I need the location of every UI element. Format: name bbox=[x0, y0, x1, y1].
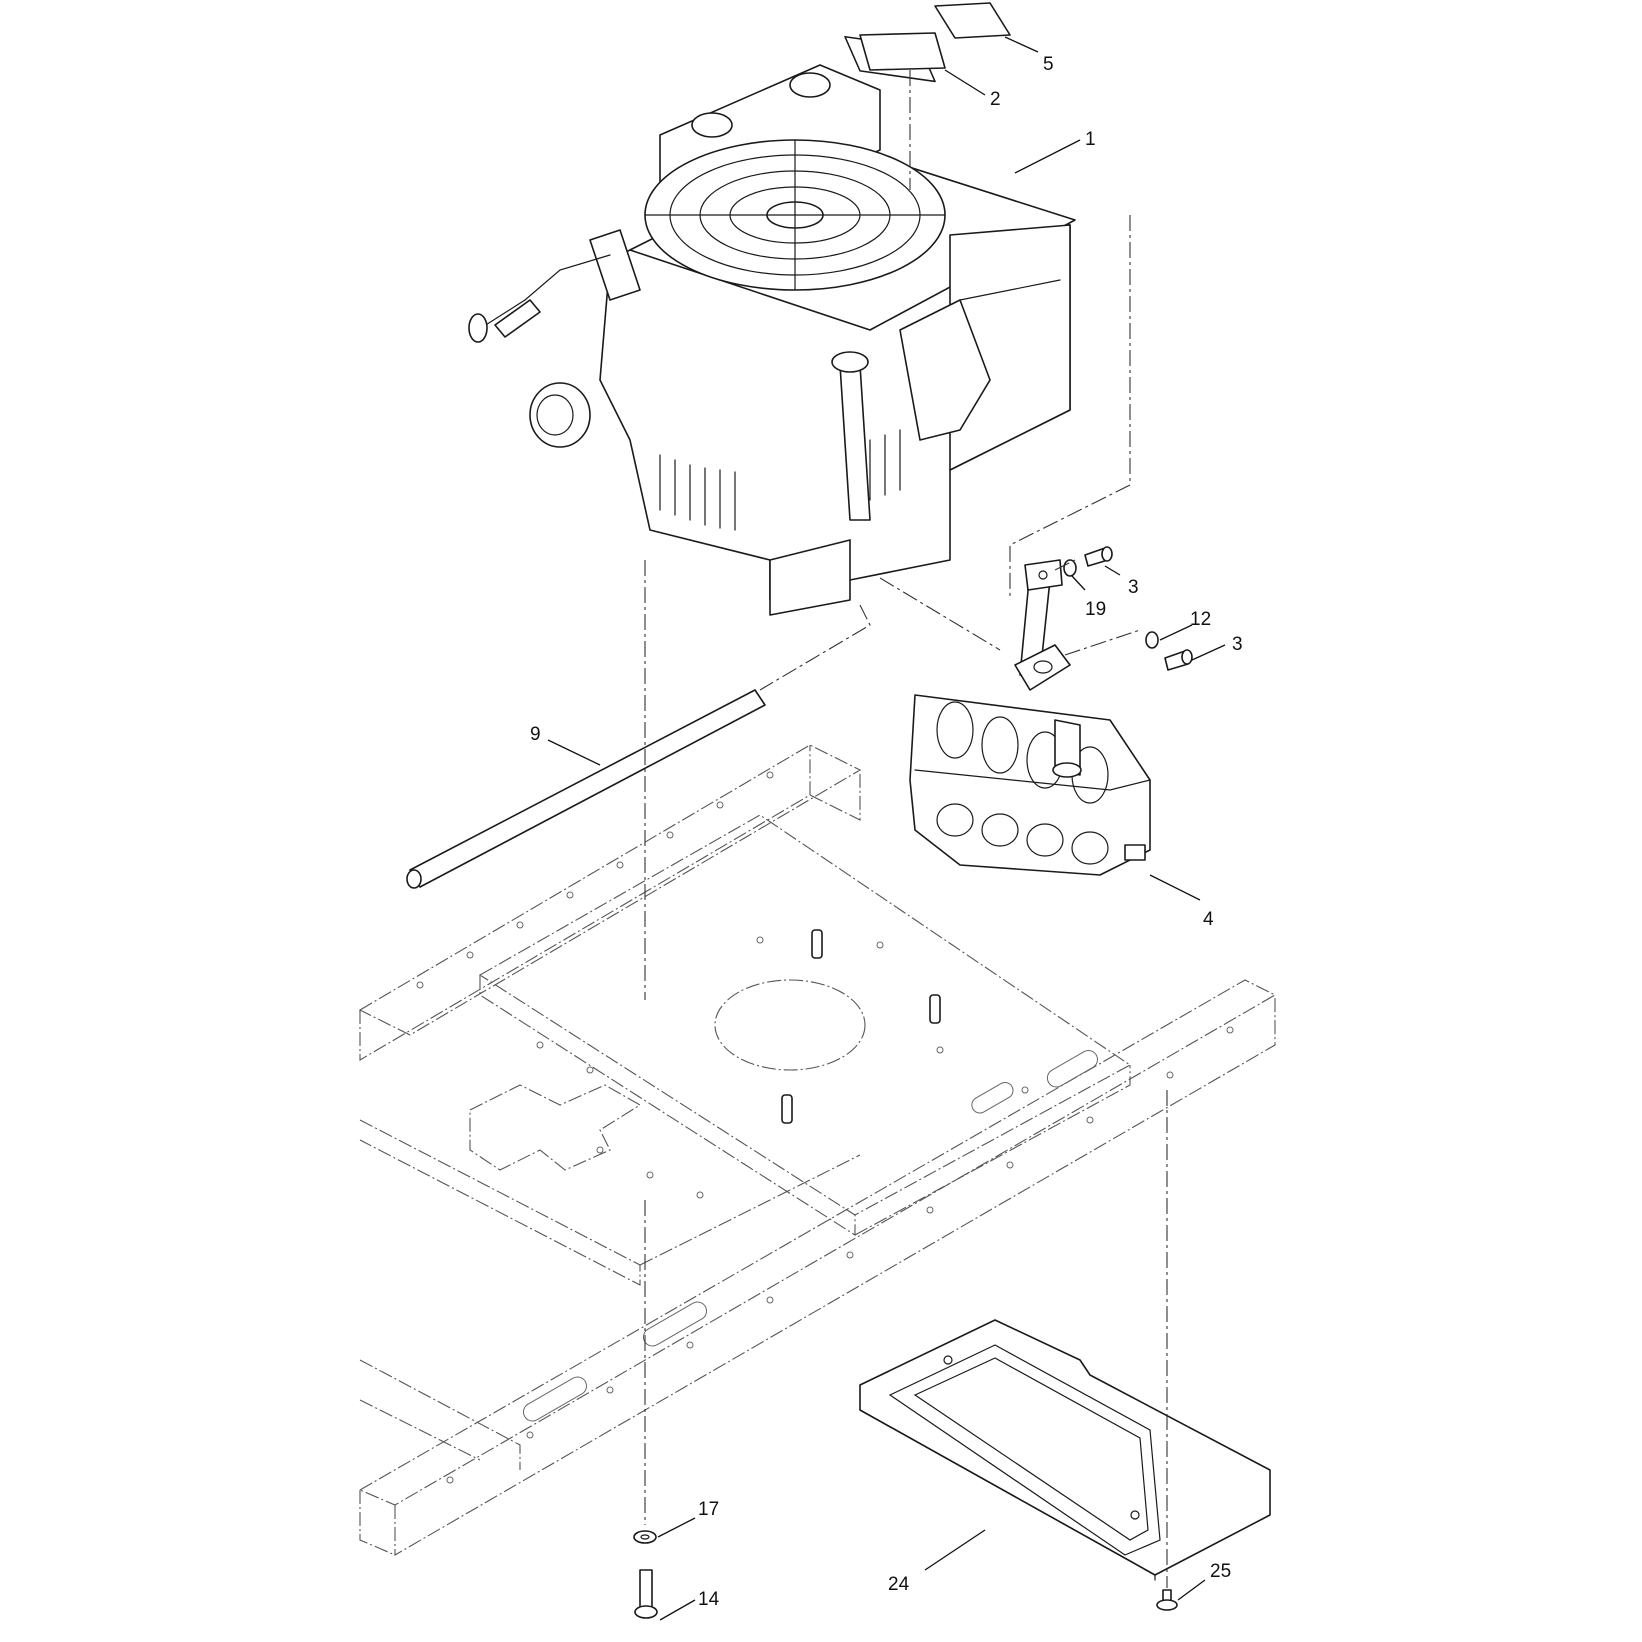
washer-12 bbox=[1145, 631, 1159, 649]
decal-parts bbox=[844, 2, 1011, 83]
bolt-14 bbox=[639, 1569, 653, 1611]
plate-24 bbox=[859, 1319, 1271, 1581]
callout-9: 9 bbox=[530, 724, 541, 745]
engine-assembly bbox=[468, 64, 1076, 616]
washer-19 bbox=[1063, 559, 1077, 577]
callout-19: 19 bbox=[1085, 599, 1106, 620]
callout-1: 1 bbox=[1085, 129, 1096, 150]
washer-17 bbox=[633, 1530, 657, 1544]
chassis-frame bbox=[358, 744, 1277, 1556]
callout-14: 14 bbox=[698, 1589, 720, 1610]
callout-2: 2 bbox=[990, 89, 1001, 110]
callout-24: 24 bbox=[888, 1574, 910, 1595]
muffler bbox=[909, 559, 1151, 876]
callout-3-upper: 3 bbox=[1128, 577, 1139, 598]
decal-5 bbox=[934, 2, 1011, 39]
callout-25: 25 bbox=[1210, 1561, 1231, 1582]
callout-17: 17 bbox=[698, 1499, 719, 1520]
callout-5: 5 bbox=[1043, 54, 1054, 75]
callout-12: 12 bbox=[1190, 609, 1211, 630]
callouts: 1 2 3 3 4 5 9 12 14 17 19 24 25 bbox=[530, 36, 1243, 1621]
assembly-lines bbox=[644, 70, 1168, 1588]
callout-3-lower: 3 bbox=[1232, 634, 1243, 655]
callout-4: 4 bbox=[1203, 909, 1214, 930]
hardware bbox=[406, 546, 1193, 1619]
